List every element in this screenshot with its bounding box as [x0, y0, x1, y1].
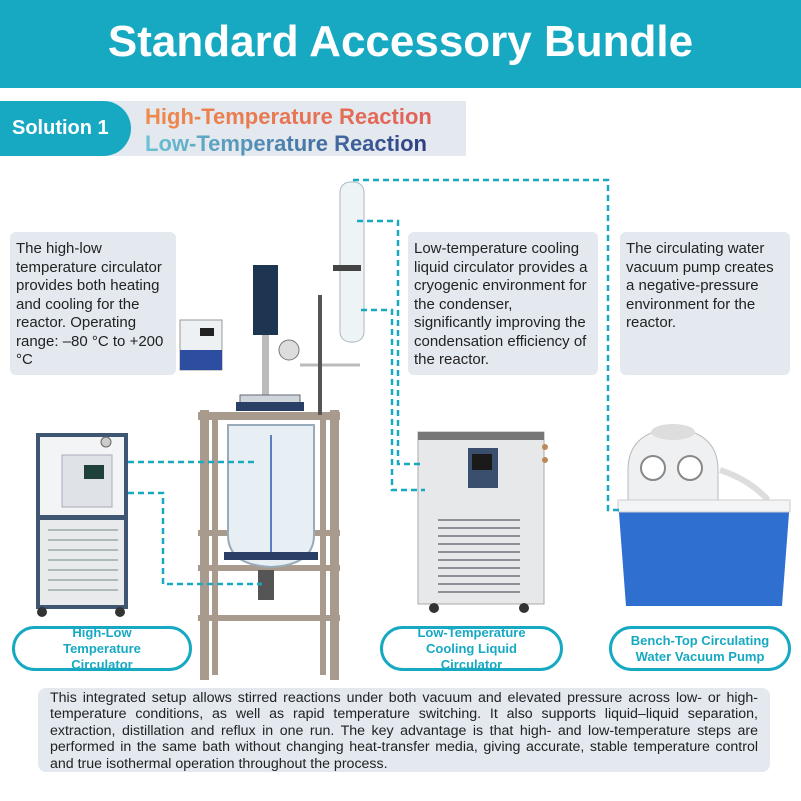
summary-text: This integrated setup allows stirred rea…	[38, 688, 770, 772]
circulator-description: The high-low temperature circulator prov…	[10, 232, 176, 375]
page-title: Standard Accessory Bundle	[0, 0, 801, 88]
low-temperature-cooling-circulator-image	[417, 431, 548, 613]
pump-label: Bench-Top Circulating Water Vacuum Pump	[609, 626, 791, 671]
solution-badge: Solution 1	[0, 101, 131, 156]
circulating-water-vacuum-pump-image	[617, 424, 791, 606]
high-temp-heading: High-Temperature Reaction	[145, 104, 432, 129]
chiller-description: Low-temperature cooling liquid circulato…	[408, 232, 598, 375]
circulator-label: High-Low Temperature Circulator	[12, 625, 192, 672]
chiller-label: Low-Temperature Cooling Liquid Circulato…	[380, 625, 563, 672]
connector-lines	[128, 178, 622, 586]
pump-description: The circulating water vacuum pump create…	[620, 232, 790, 375]
low-temp-heading: Low-Temperature Reaction	[145, 131, 427, 156]
high-low-temperature-circulator-image	[36, 433, 128, 617]
glass-reactor-image	[179, 181, 365, 680]
